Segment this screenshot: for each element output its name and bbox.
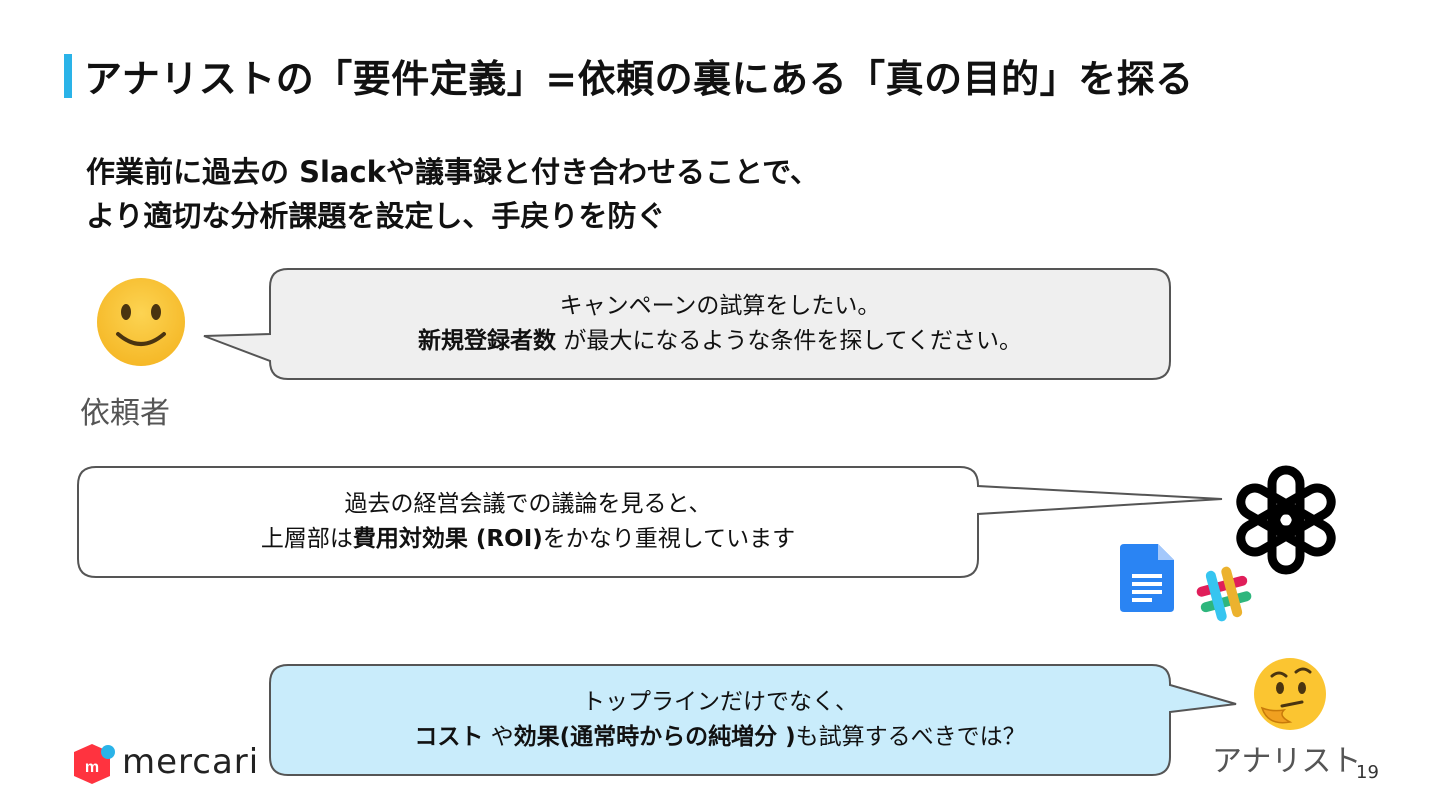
- ai-message-line-1: 過去の経営会議での議論を見ると、: [344, 491, 712, 517]
- ai-message-prefix: 上層部は: [260, 526, 353, 552]
- thinking-face-icon: [1254, 658, 1326, 730]
- mercari-logo-text: mercari: [122, 742, 260, 782]
- smiley-face-icon: [97, 278, 185, 366]
- ai-message: 過去の経営会議での議論を見ると、 上層部は費用対効果 (ROI)をかなり重視して…: [78, 487, 978, 557]
- ai-speech-bubble: [77, 466, 1223, 578]
- analyst-message-emphasis-2: 効果(通常時からの純増分 ): [513, 724, 796, 750]
- analyst-message-mid: や: [483, 724, 514, 750]
- ai-message-rest: をかなり重視しています: [542, 526, 796, 552]
- analyst-message-line-2: コスト や効果(通常時からの純増分 )も試算するべきでは？: [270, 720, 1170, 755]
- requester-message-line-1: キャンペーンの試算をしたい。: [559, 293, 881, 319]
- requester-speech-bubble: [203, 268, 1171, 380]
- analyst-message-emphasis-1: コスト: [414, 724, 484, 750]
- page-number: 19: [1356, 762, 1379, 783]
- google-docs-icon: [1120, 544, 1174, 612]
- requester-message-rest: が最大になるような条件を探してください。: [556, 328, 1022, 354]
- mercari-logo-mark: m: [74, 744, 115, 784]
- requester-label: 依頼者: [80, 396, 170, 431]
- slide-subtitle: 作業前に過去の Slackや議事録と付き合わせることで、 より適切な分析課題を設…: [86, 150, 819, 238]
- analyst-speech-bubble: [269, 664, 1237, 776]
- requester-message-emphasis: 新規登録者数: [418, 328, 557, 354]
- openai-logo-icon: [1236, 465, 1336, 575]
- subtitle-line-2: より適切な分析課題を設定し、手戻りを防ぐ: [86, 199, 666, 233]
- svg-text:m: m: [85, 759, 99, 776]
- analyst-message-rest: も試算するべきでは？: [795, 724, 1026, 750]
- analyst-message: トップラインだけでなく、 コスト や効果(通常時からの純増分 )も試算するべきで…: [270, 685, 1170, 755]
- slide-title: アナリストの「要件定義」=依頼の裏にある「真の目的」を探る: [84, 57, 1194, 101]
- slack-icon: [1196, 566, 1252, 622]
- requester-message-line-2: 新規登録者数 が最大になるような条件を探してください。: [270, 324, 1170, 359]
- requester-message: キャンペーンの試算をしたい。 新規登録者数 が最大になるような条件を探してくださ…: [270, 289, 1170, 359]
- title-accent-bar: [64, 54, 72, 98]
- ai-message-line-2: 上層部は費用対効果 (ROI)をかなり重視しています: [78, 522, 978, 557]
- analyst-label: アナリスト: [1212, 744, 1362, 779]
- subtitle-line-1: 作業前に過去の Slackや議事録と付き合わせることで、: [86, 155, 819, 189]
- analyst-message-line-1: トップラインだけでなく、: [582, 689, 858, 715]
- ai-message-emphasis: 費用対効果 (ROI): [352, 526, 543, 552]
